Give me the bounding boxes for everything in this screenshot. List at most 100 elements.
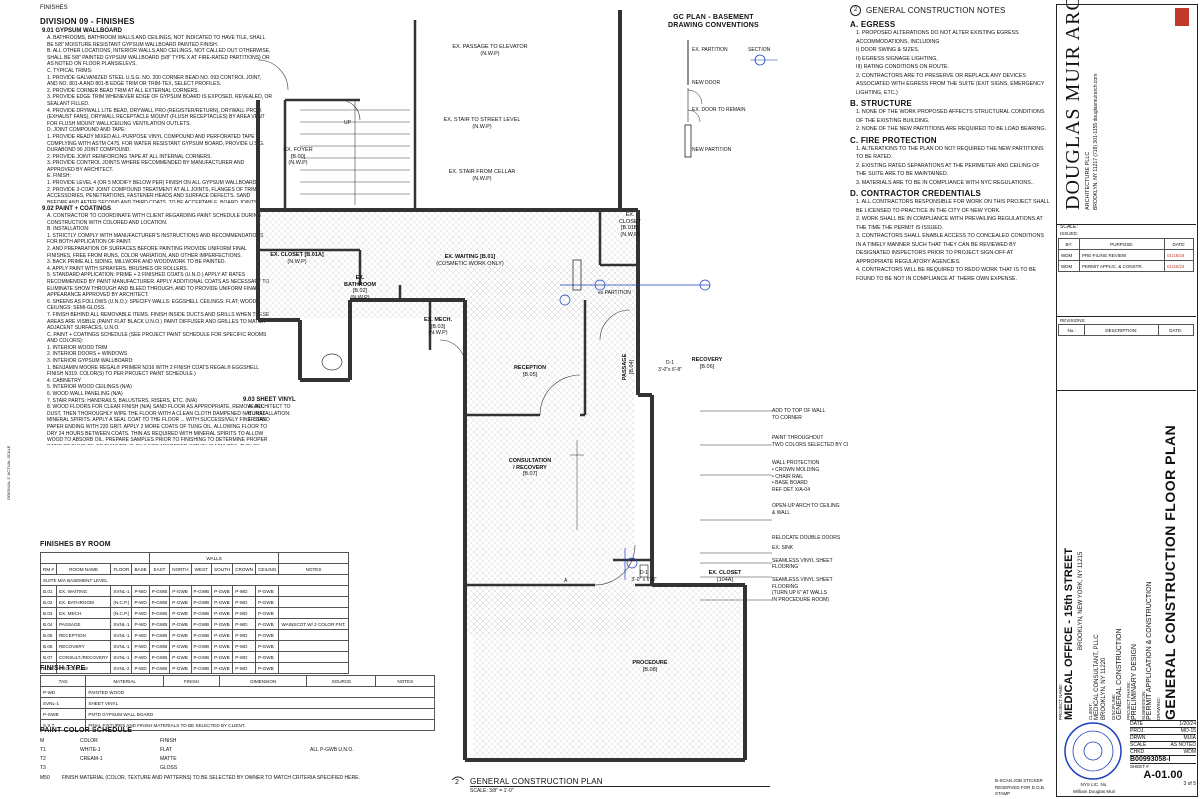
issued-header-cell: BY: xyxy=(1058,238,1080,250)
spec-903-body: A. ARCHITECT TO B. INSTALLATION: 1. STRI xyxy=(248,404,291,424)
table-cell: SVNL-1 xyxy=(110,651,133,663)
table-cell: P-GWB xyxy=(190,607,213,619)
table-cell: EX. BATHROOM xyxy=(55,596,112,608)
table-cell: B.02 xyxy=(40,596,57,608)
spec-902-body: A. CONTRACTOR TO COORDINATE WITH CLIENT … xyxy=(47,213,270,445)
table-cell: P-GWB xyxy=(190,640,213,652)
table-cell: P-GWB xyxy=(190,618,213,630)
legend-new-door: NEW DOOR xyxy=(692,80,721,86)
table-cell: P-GWB xyxy=(148,629,171,641)
architect-seal-icon xyxy=(1064,722,1122,780)
finish-type-header-cell: FINISH xyxy=(162,675,221,687)
phase: PRELIMINARY DESIGN xyxy=(1131,644,1138,720)
door-tag-d1-top: D-1 3'-0"x 6'-8" xyxy=(658,360,682,373)
finishes-section-head: FINISHES xyxy=(40,5,68,11)
table-cell: P-GWB xyxy=(190,629,213,641)
finishes-header-cell: ROOM NAME xyxy=(55,563,112,575)
issued-header-cell: PURPOSE: xyxy=(1078,238,1165,250)
plan-title-number: 2 xyxy=(455,779,459,786)
table-cell: B.03 xyxy=(40,607,57,619)
floor-plan xyxy=(256,10,747,780)
table-cell: P-GWB xyxy=(148,640,171,652)
table-cell: PERMIT APPLIC. & CONSTR. xyxy=(1078,260,1165,272)
table-cell: P-GWB xyxy=(211,629,234,641)
legend-ex-partition: EX. PARTITION xyxy=(692,47,728,53)
finishes-header-cell: BASE xyxy=(131,563,150,575)
room-closet-b01b: EX. CLOSET[B.01B](N.W.P) xyxy=(618,212,641,238)
table-cell: EX. WAITING xyxy=(55,585,112,597)
issued-label: ISSUED: xyxy=(1060,231,1079,236)
table-cell: P-WD xyxy=(131,585,150,597)
table-cell: P-GWB xyxy=(148,596,171,608)
spec-903-head: 9.03 SHEET VINYL xyxy=(243,397,296,403)
door-tag-d1-bottom: D-1 3'-0" x 6'-8" xyxy=(631,570,657,583)
drawing-scale-note: ORIGINAL 1" ACTUAL SCALE xyxy=(6,445,11,500)
room-passage: PASSAGE[B.04] xyxy=(622,353,635,381)
table-cell: P-WD xyxy=(131,618,150,630)
paint-cell: ALL P-GWB U.N.O. xyxy=(310,747,354,753)
table-cell: P-GWB xyxy=(169,596,192,608)
paint-cell: WHITE-1 xyxy=(80,747,101,753)
project-address: BROOKLYN, NEW YORK, NY 11215 xyxy=(1078,551,1084,650)
table-cell: WDM xyxy=(1058,260,1080,272)
table-cell: S.S.T. xyxy=(39,719,87,731)
paint-header-cell: M xyxy=(40,738,45,744)
table-cell: P-WD xyxy=(131,640,150,652)
table-cell: EX. MECH. xyxy=(55,607,112,619)
firm-address: BROOKLYN, NY 11217 (718) 301-1155 dougla… xyxy=(1093,73,1099,210)
table-cell: SVNL-2 xyxy=(110,662,133,674)
table-cell: P-GWB xyxy=(148,662,171,674)
notes-a-body: 1. PROPOSED ALTERATIONS DO NOT ALTER EXI… xyxy=(856,30,1045,96)
table-cell: P-GWB xyxy=(190,596,213,608)
table-cell: RECOVERY xyxy=(55,640,112,652)
paint-cell: T1 xyxy=(40,747,46,753)
paint-header-cell: FINISH xyxy=(160,738,177,744)
paint-note-tag: M50 xyxy=(40,775,50,781)
label-ex-partition: ex.PARTITION xyxy=(598,290,631,296)
plan-callouts: ADD TO TOP OF WALL TO CORNER PAINT THROU… xyxy=(772,408,882,603)
callout-vinyl: SEAMLESS VINYL SHEET FLOORING xyxy=(772,557,833,571)
client-address: BROOKLYN, NY 11220 xyxy=(1101,657,1107,720)
finishes-header-cell: RM # xyxy=(40,563,57,575)
table-cell: SVNL-1 xyxy=(110,629,133,641)
table-cell: P-WD xyxy=(131,607,150,619)
dob-number: B00993058-I xyxy=(1130,755,1196,763)
callout-vinyl-turnup: SEAMLESS VINYL SHEET FLOORING (TURN UP 6… xyxy=(772,576,833,603)
stair-up-label: UP xyxy=(344,120,351,126)
table-row: S.S.T.FINAL FIXTURES AND FINISH MATERIAL… xyxy=(39,719,435,731)
room-bathroom: EX. BATHROOM[B.02](N.W.P) xyxy=(344,275,376,301)
drawing-title: GENERAL CONSTRUCTION FLOOR PLAN xyxy=(1162,424,1178,720)
table-cell: PRE-FILING REVIEW xyxy=(1078,249,1165,261)
room-recovery: RECOVERY[B.06] xyxy=(691,357,723,370)
finishes-header-cell: NORTH xyxy=(169,563,192,575)
room-passage-elevator: EX. PASSAGE TO ELEVATOR(N.W.P) xyxy=(452,44,528,57)
revisions-label: REVISIONS: xyxy=(1060,318,1086,323)
table-cell: P-WD xyxy=(39,686,87,698)
table-cell: P-GWB xyxy=(211,618,234,630)
room-stair-street: EX. STAIR TO STREET LEVEL(N.W.P) xyxy=(443,117,521,130)
notes-b-head: B. STRUCTURE xyxy=(850,99,912,108)
table-cell: P-GWB xyxy=(255,662,280,674)
table-cell: B.04 xyxy=(40,618,57,630)
table-cell xyxy=(278,662,349,674)
room-foyer: EX. FOYER[B.00](N.W.P) xyxy=(283,147,313,166)
legend-ex-door: EX. DOOR TO REMAIN xyxy=(692,107,746,113)
callout-open-arch: OPEN-UP ARCH TO CEILING & WALL xyxy=(772,503,840,516)
notes-c-body: 1. ALTERATIONS TO THE PLAN DO NOT REQUIR… xyxy=(856,145,1044,186)
callout-leaders xyxy=(700,410,772,601)
table-cell: P-WD xyxy=(131,596,150,608)
paint-note: FINISH MATERIAL (COLOR, TEXTURE AND PATT… xyxy=(61,775,360,781)
finish-type-header-cell: MATERIAL xyxy=(85,675,164,687)
revision-header-cell: No.: xyxy=(1057,324,1086,336)
